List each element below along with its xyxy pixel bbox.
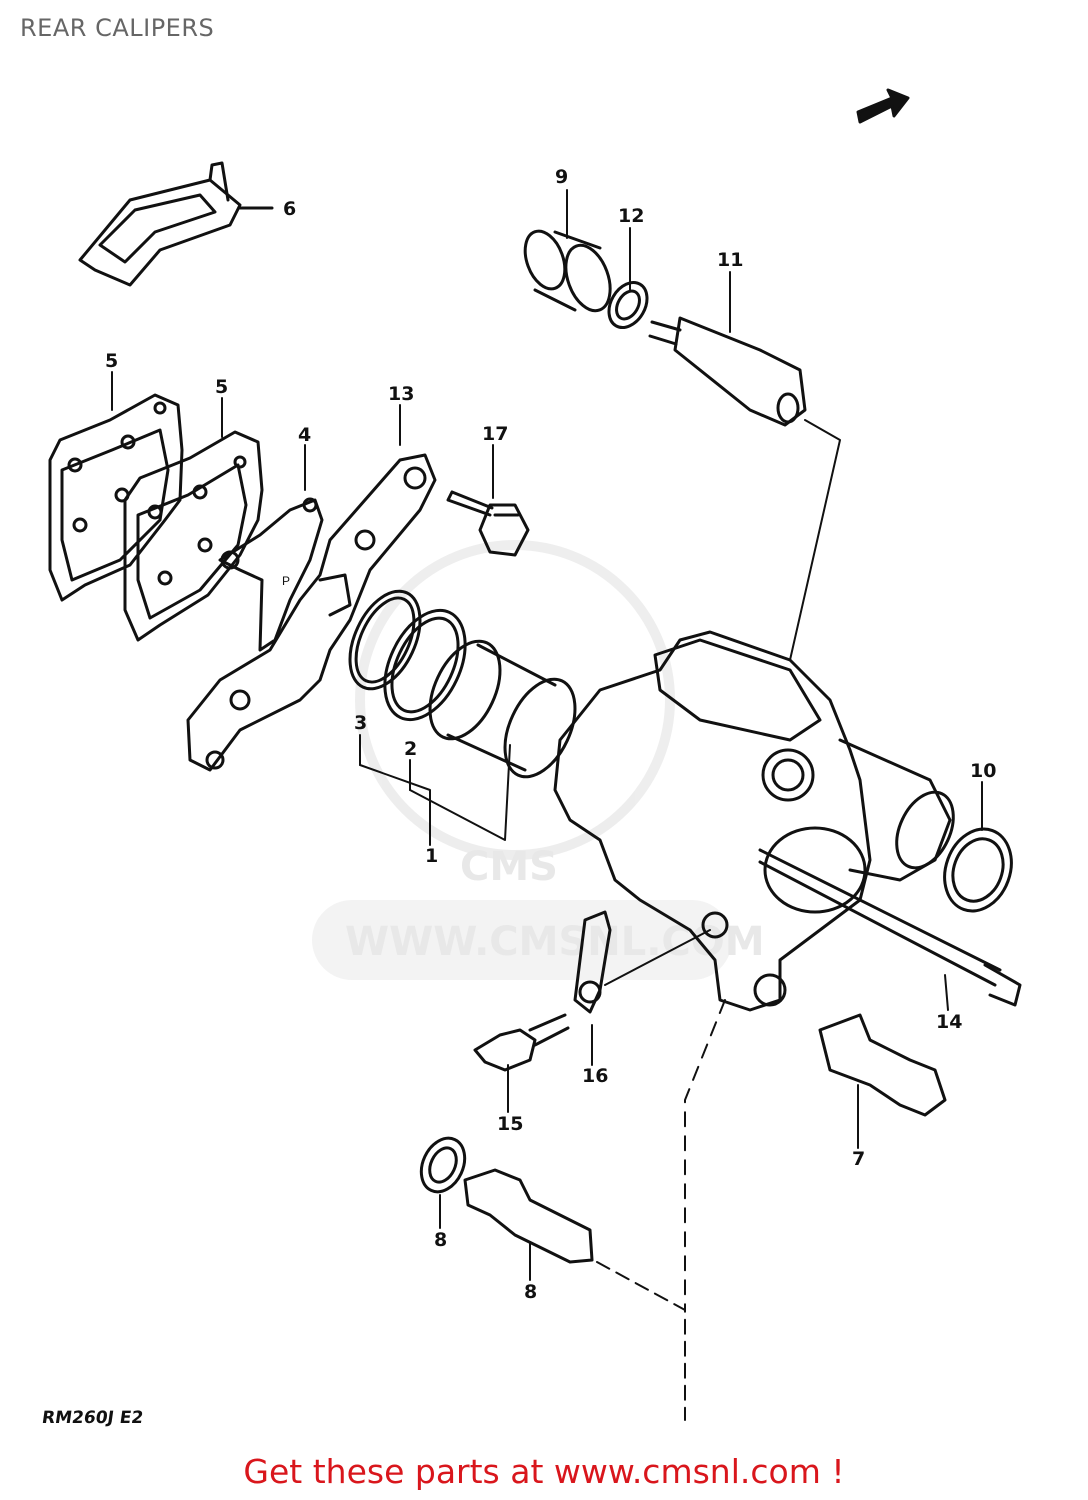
callout-2: 2: [404, 738, 417, 760]
callout-9: 8: [434, 1229, 447, 1251]
callout-10: 9: [555, 166, 568, 188]
part-5-brake-pad-outer: [48, 393, 184, 602]
part-7-slide-pin: [818, 1013, 947, 1117]
callout-16: 15: [497, 1113, 523, 1135]
part-3-dust-seal: [348, 589, 422, 691]
callout-13: 12: [618, 205, 644, 227]
part-13-ring: [607, 281, 649, 329]
watermark-text: WWW.CMSNL.COM: [345, 919, 765, 965]
callout-12: 11: [717, 249, 743, 271]
callout-5-inner: 5: [215, 376, 228, 398]
leader-lines: [111, 189, 983, 1421]
callout-8: 8: [524, 1281, 537, 1303]
part-11-boot: [943, 827, 1013, 913]
part-6-pad-spring: [78, 161, 274, 287]
caliper-body: [553, 630, 955, 1012]
callout-18: 17: [482, 423, 508, 445]
callout-11: 10: [970, 760, 996, 782]
callout-1: 1: [425, 845, 438, 867]
part-12-slide-pin: [648, 316, 807, 427]
part-2-piston-seal: [383, 608, 467, 722]
callout-17: 16: [582, 1065, 608, 1087]
callout-labels: 9 12 11 6 5 5 4 13 17 3 2 1 10 14 7 16 1…: [105, 166, 996, 1303]
diagram-code: RM260J E2: [40, 1408, 145, 1428]
watermark-logo: CMS: [460, 844, 558, 890]
part-16-bleeder-valve: [473, 1013, 570, 1072]
part-14-caliper-bracket: [186, 453, 437, 772]
svg-text:P: P: [282, 574, 290, 588]
part-10-boot: [523, 229, 612, 313]
part-4-pad-shim: P: [218, 497, 324, 652]
part-9-washer: [419, 1136, 467, 1194]
watermark: CMS WWW.CMSNL.COM: [312, 540, 765, 980]
part-15-pad-pin: [758, 848, 1022, 1007]
callout-6: 6: [283, 198, 296, 220]
part-1-piston: [428, 639, 577, 779]
callout-5-outer: 5: [105, 350, 118, 372]
callout-4: 4: [298, 424, 311, 446]
part-8-bolt: [463, 1168, 594, 1264]
part-17-bleeder-cap: [573, 910, 612, 1014]
page-title: REAR CALIPERS: [20, 14, 215, 42]
front-arrow-icon: [856, 88, 910, 124]
callout-3: 3: [354, 712, 367, 734]
callout-15: 14: [936, 1011, 962, 1033]
promo-link[interactable]: Get these parts at www.cmsnl.com !: [243, 1452, 845, 1491]
callout-14: 13: [388, 383, 414, 405]
callout-7: 7: [852, 1148, 865, 1170]
part-5-brake-pad-inner: [123, 430, 264, 642]
part-18-bracket-bolt: [446, 490, 530, 557]
